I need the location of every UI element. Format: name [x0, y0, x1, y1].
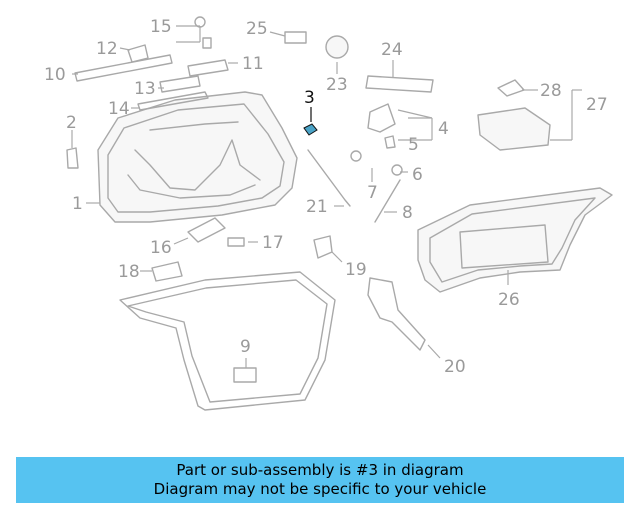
callout-24: 24: [381, 40, 403, 60]
bumper-clip-part: [66, 147, 79, 169]
latch-part: [233, 367, 257, 383]
highlighted-part-3: [303, 123, 318, 136]
latch-bracket-part: [367, 103, 396, 133]
callout-16: 16: [150, 238, 172, 258]
callout-15: 15: [150, 17, 172, 37]
cable-guide-part: [313, 235, 333, 259]
callout-2: 2: [66, 113, 77, 133]
trim-clip-part: [159, 75, 201, 93]
callout-19: 19: [345, 260, 367, 280]
callout-28: 28: [540, 81, 562, 101]
callout-17: 17: [262, 233, 284, 253]
lamp-housing-part: [477, 107, 551, 151]
grommet-part: [391, 164, 403, 176]
callout-3: 3: [304, 88, 315, 108]
callout-5: 5: [408, 135, 419, 155]
latch-clip-part: [384, 135, 396, 149]
callout-26: 26: [498, 290, 520, 310]
callout-8: 8: [402, 203, 413, 223]
striker-part: [227, 237, 245, 247]
callout-23: 23: [326, 75, 348, 95]
trunk-lid-part: [97, 91, 298, 223]
lock-actuator-part: [187, 217, 226, 243]
parts-diagram: 1 2 3 4 5 6 7 8 9 10 11 12 13 14 15 16 1…: [44, 16, 613, 411]
callout-18: 18: [118, 262, 140, 282]
weatherstrip-part: [119, 271, 336, 411]
gas-strut-part: [307, 149, 351, 207]
bumper-stop-part: [350, 150, 362, 162]
trunk-liner-part: [417, 187, 613, 293]
callout-9: 9: [240, 337, 251, 357]
callout-21: 21: [306, 197, 328, 217]
trim-bar-part: [74, 54, 173, 82]
trim-bracket-part: [127, 44, 149, 63]
callout-27: 27: [586, 95, 608, 115]
banner-line-disclaimer: Diagram may not be specific to your vehi…: [153, 480, 487, 498]
callout-11: 11: [242, 54, 264, 74]
callout-20: 20: [444, 357, 466, 377]
callout-13: 13: [134, 79, 156, 99]
license-lamp-plate-part: [365, 75, 434, 93]
lamp-lens-part: [497, 79, 525, 97]
info-banner: Part or sub-assembly is #3 in diagram Di…: [16, 457, 624, 503]
callout-4: 4: [438, 119, 449, 139]
callout-7: 7: [367, 183, 378, 203]
emblem-part: [325, 35, 349, 59]
weatherstrip-inner: [127, 279, 328, 403]
callout-10: 10: [44, 65, 66, 85]
banner-line-part-number: Part or sub-assembly is #3 in diagram: [176, 461, 464, 479]
trunk-liner-inner: [429, 197, 596, 283]
rod-part: [374, 179, 401, 223]
trim-hinge-part: [187, 59, 229, 77]
hinge-part: [367, 277, 426, 351]
callout-1: 1: [72, 194, 83, 214]
release-motor-part: [151, 261, 183, 282]
label-plate-part: [284, 31, 307, 44]
lock-cylinder-part: [194, 16, 212, 49]
callout-14: 14: [108, 99, 130, 119]
callout-6: 6: [412, 165, 423, 185]
trunk-liner-panel: [459, 224, 549, 269]
callout-25: 25: [246, 19, 268, 39]
callout-12: 12: [96, 39, 118, 59]
